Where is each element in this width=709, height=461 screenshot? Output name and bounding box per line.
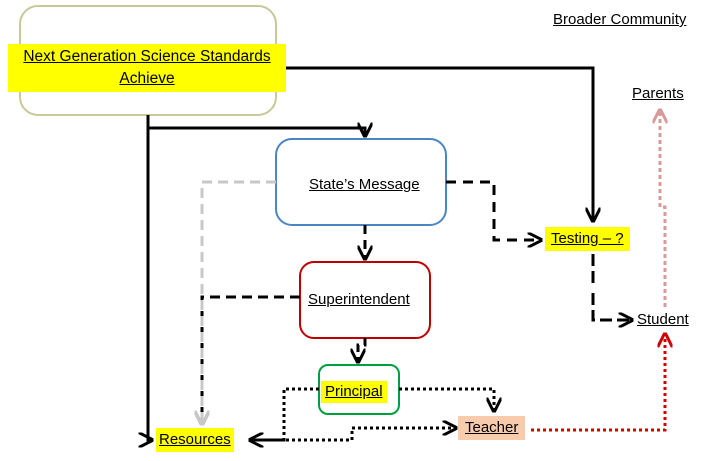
arrow-state-to-testing: [446, 180, 541, 240]
arrow-resources-to-teacher: [250, 428, 456, 442]
resources-label: Resources: [156, 428, 234, 452]
arrow-superintendent-to-principal: [358, 338, 367, 362]
state-message-label: State’s Message: [309, 176, 420, 193]
arrow-teacher-to-student: [531, 334, 665, 432]
ngss-label-line1: Next Generation Science Standards: [23, 48, 271, 65]
arrow-ngss-to-resources: [148, 115, 152, 440]
teacher-label: Teacher: [458, 416, 526, 440]
ngss-label: Next Generation Science Standards Achiev…: [8, 44, 286, 92]
arrow-principal-to-teacher: [399, 387, 494, 411]
student-label: Student: [637, 311, 689, 328]
arrow-principal-to-resources: [250, 387, 319, 440]
parents-label: Parents: [632, 85, 684, 102]
principal-label: Principal: [321, 381, 387, 403]
arrow-ngss-to-state: [148, 128, 365, 136]
arrow-state-to-resources-grey: [202, 180, 276, 424]
broader-community-label: Broader Community: [553, 11, 687, 28]
superintendent-label: Superintendent: [308, 291, 410, 308]
arrow-ngss-to-testing: [276, 66, 593, 221]
testing-label: Testing – ?: [545, 227, 630, 251]
arrow-student-to-parents: [660, 110, 665, 307]
ngss-label-line2: Achieve: [119, 70, 175, 87]
arrow-testing-to-student: [591, 254, 632, 320]
